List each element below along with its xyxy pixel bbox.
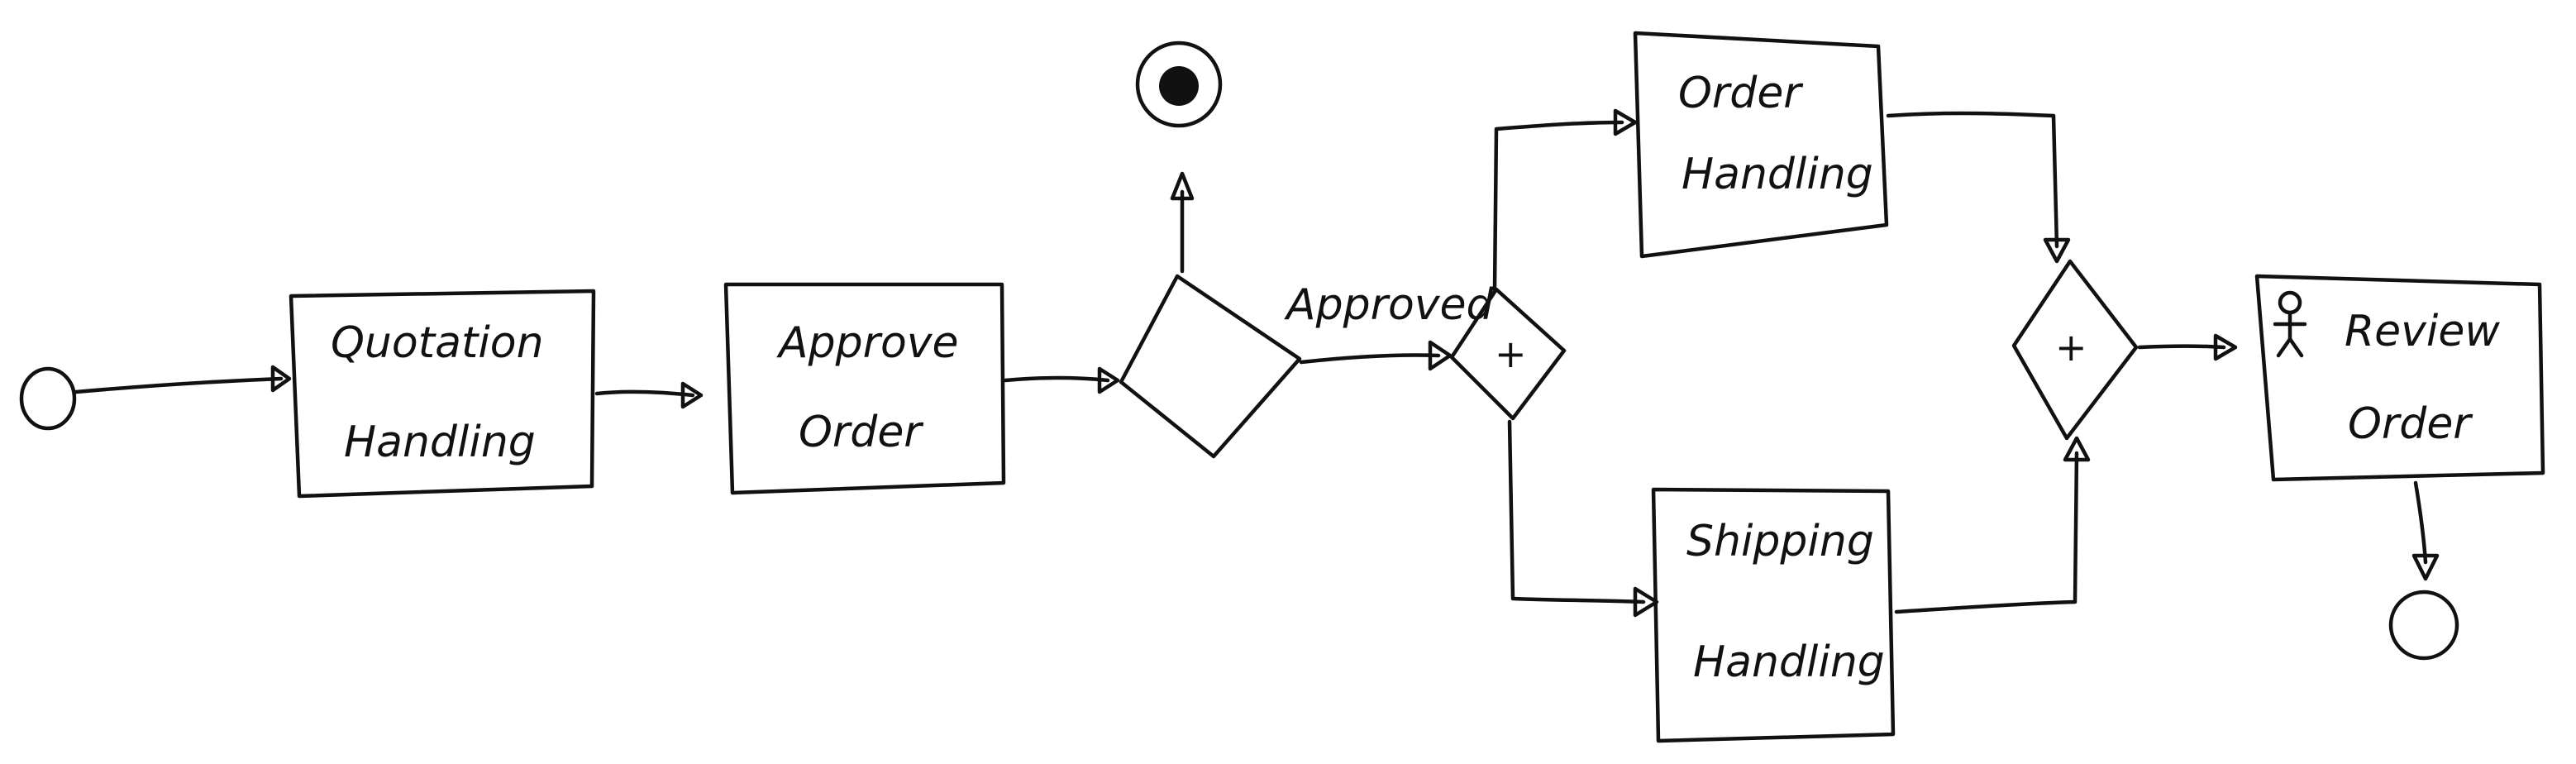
flow-quotation-to-approve: [594, 389, 695, 398]
task-approve-label-1: Approve: [776, 318, 959, 368]
flow-approved: [1299, 353, 1441, 365]
arrowhead-join-bottom: [2063, 436, 2091, 462]
arrowhead-terminate: [1170, 171, 1195, 201]
task-quotation-label-2: Handling: [344, 418, 536, 467]
flow-approved-label: Approved: [1284, 280, 1495, 330]
arrowhead-decision: [1097, 366, 1120, 394]
flow-start-to-quotation: [74, 376, 284, 394]
task-review-order: [2254, 274, 2545, 482]
parallel-join-symbol: +: [2055, 325, 2087, 370]
task-review-label-1: Review: [2345, 307, 2500, 356]
arrowhead-shipping: [1633, 586, 1659, 618]
flow-join-to-review: [2137, 344, 2226, 350]
flow-split-to-order-handling: [1492, 120, 1624, 292]
arrowhead-join-top: [2043, 237, 2071, 264]
arrowhead-approve: [680, 381, 704, 409]
parallel-join-gateway: [2011, 259, 2139, 441]
arrowhead-review: [2213, 333, 2238, 361]
task-shipping-label-1: Shipping: [1686, 517, 1874, 566]
start-event: [19, 366, 77, 431]
parallel-split-symbol: +: [1495, 332, 1527, 376]
arrowhead-split: [1428, 340, 1453, 371]
terminate-end-event-fill: [1159, 66, 1199, 106]
task-approve-label-2: Order: [799, 408, 924, 457]
task-shipping-handling: [1651, 487, 1896, 743]
task-review-label-2: Order: [2348, 399, 2473, 449]
parallel-split-gateway: [1449, 287, 1567, 421]
user-icon: [2273, 290, 2307, 358]
flow-order-handling-to-join: [1886, 111, 2059, 249]
arrowhead-quotation: [270, 365, 292, 393]
task-order-handling-label-2: Handling: [1682, 150, 1873, 199]
task-order-handling: [1633, 31, 1889, 259]
terminate-end-event: [1135, 41, 1223, 128]
task-shipping-label-2: Handling: [1693, 637, 1885, 687]
flow-shipping-to-join: [1894, 451, 2079, 614]
task-quotation-handling: [289, 289, 596, 499]
decision-gateway: [1119, 274, 1302, 459]
end-event: [2388, 590, 2459, 661]
task-approve-order: [723, 282, 1006, 495]
arrowhead-order-handling: [1613, 108, 1638, 136]
task-order-handling-label-1: Order: [1678, 69, 1804, 118]
flow-approve-to-decision: [1003, 375, 1110, 383]
task-quotation-label-1: Quotation: [331, 318, 544, 368]
flow-split-to-shipping: [1507, 419, 1646, 604]
flow-review-to-end: [2413, 480, 2428, 565]
arrowhead-end: [2411, 553, 2440, 581]
